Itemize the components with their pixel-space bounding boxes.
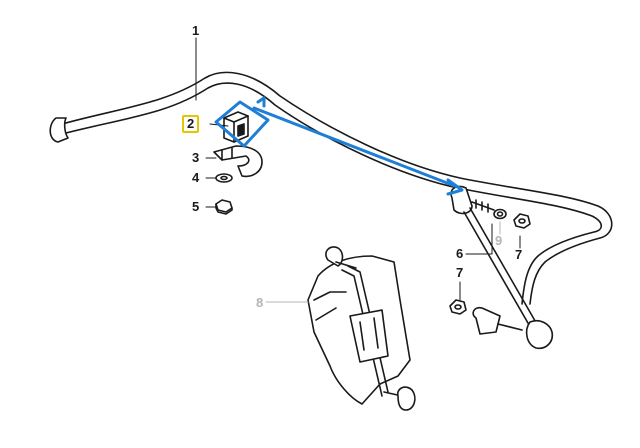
nut-7-lower: [449, 299, 467, 315]
stabilizer-link: [463, 207, 554, 350]
callout-5[interactable]: 5: [192, 199, 200, 214]
nut: [215, 199, 233, 215]
callout-3[interactable]: 3: [192, 150, 200, 165]
leader-lines: [195, 37, 521, 301]
callout-8[interactable]: 8: [256, 295, 264, 310]
callout-7-lower[interactable]: 7: [456, 265, 464, 280]
callout-9[interactable]: 9: [495, 233, 503, 248]
washer: [215, 173, 233, 183]
washer-9: [493, 208, 507, 220]
link-upper-joint: [450, 185, 495, 215]
callout-6[interactable]: 6: [456, 246, 464, 261]
nut-7-upper: [513, 213, 531, 229]
callout-7-upper[interactable]: 7: [515, 247, 523, 262]
callout-2[interactable]: 2: [182, 115, 200, 133]
washer-hole: [220, 175, 228, 181]
callout-1[interactable]: 1: [192, 23, 200, 38]
bracket: [213, 145, 263, 178]
link-bracket-plate: [307, 246, 416, 411]
callout-4[interactable]: 4: [192, 170, 200, 185]
selection-outline: [214, 96, 464, 196]
washer-9-hole: [496, 211, 504, 217]
